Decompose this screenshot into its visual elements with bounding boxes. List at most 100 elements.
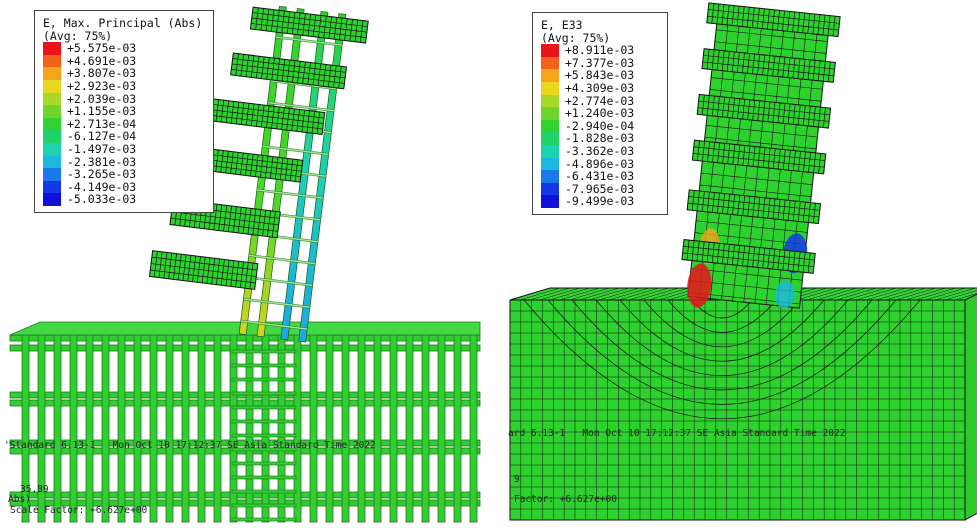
mesh-line — [683, 245, 815, 261]
mesh-line — [716, 3, 720, 24]
mesh-line — [695, 220, 808, 233]
legend-value: +3.807e-03 — [67, 66, 137, 81]
legend-swatch — [541, 94, 559, 108]
mesh-line — [712, 142, 715, 163]
mesh-line — [787, 200, 791, 221]
stirrup — [231, 517, 297, 522]
stirrup — [231, 349, 297, 354]
mesh-line — [559, 287, 600, 301]
mesh-line — [707, 15, 839, 31]
meshed-plate — [691, 139, 827, 175]
legend-swatch — [541, 195, 559, 208]
legend-swatch — [541, 132, 559, 145]
mesh-arc — [523, 299, 921, 420]
meshed-plate — [210, 98, 326, 136]
mesh-line — [171, 211, 279, 226]
legend-swatch — [43, 142, 61, 156]
vertical-rebar — [117, 331, 126, 523]
legend-value: -6.431e-03 — [565, 169, 635, 184]
vertical-rebar — [53, 331, 62, 523]
legend-swatch — [541, 182, 559, 196]
mesh-line — [787, 150, 791, 171]
mesh-line — [732, 194, 736, 215]
mesh-line — [772, 198, 776, 219]
mesh-line — [232, 58, 346, 73]
vertical-rebar — [421, 331, 430, 523]
mesh-line — [777, 102, 781, 123]
stirrup — [231, 391, 297, 396]
mesh-arc — [619, 299, 825, 362]
legend-entry: -1.497e-03 — [43, 143, 205, 156]
mesh-line — [688, 196, 820, 211]
mesh-line — [827, 61, 831, 82]
column-tie — [275, 35, 343, 47]
mesh-line — [151, 263, 257, 277]
legend-swatch — [541, 44, 559, 57]
mesh-line — [251, 17, 367, 33]
mesh-line — [702, 61, 834, 77]
column-tie — [267, 101, 335, 112]
mesh-line — [827, 15, 831, 36]
mesh-line — [787, 103, 791, 124]
legend-swatch — [541, 69, 559, 82]
legend-value: +7.377e-03 — [565, 55, 635, 70]
vertical-rebar — [69, 331, 78, 523]
column-solid-mesh — [681, 2, 841, 309]
legend-title: E, E33 — [541, 18, 583, 32]
mesh-line — [762, 101, 766, 122]
legend-swatch — [541, 107, 559, 120]
legend-value: -4.896e-03 — [565, 156, 635, 171]
mesh-line — [792, 150, 796, 171]
mesh-line — [686, 240, 690, 261]
mesh-line — [792, 104, 796, 125]
mesh-line — [792, 200, 796, 221]
legend-value: +5.575e-03 — [67, 41, 137, 56]
mesh-line — [708, 9, 840, 24]
legend-value: +4.309e-03 — [565, 80, 635, 95]
mesh-line — [752, 196, 756, 217]
stirrup — [231, 447, 297, 452]
mesh-line — [742, 195, 746, 216]
mesh-line — [812, 106, 816, 127]
legend-entry: -2.940e-04 — [541, 120, 659, 133]
legend-swatch — [43, 117, 61, 131]
mesh-line — [251, 23, 367, 38]
mesh-line — [807, 202, 811, 223]
pillar-group — [681, 2, 841, 309]
mesh-line — [736, 52, 740, 73]
legend-swatch — [43, 105, 61, 118]
mesh-line — [711, 95, 715, 116]
column-tie — [243, 297, 311, 309]
mesh-line — [797, 104, 801, 125]
mesh-line — [792, 11, 796, 32]
mesh-line — [151, 256, 258, 271]
mesh-line — [807, 13, 811, 34]
legend-swatch — [43, 180, 61, 194]
mesh-line — [756, 8, 760, 29]
legend-entry: -9.499e-03 — [541, 195, 659, 208]
vertical-rebar — [469, 331, 478, 523]
legend-swatch — [43, 155, 61, 169]
legend-value: -1.828e-03 — [565, 131, 635, 146]
mesh-line — [212, 109, 324, 124]
right-viewport: E, E33 (Avg: 75%) +8.911e-03+7.377e-03+5… — [492, 0, 977, 528]
column-tie — [256, 188, 324, 200]
vertical-rebar — [261, 331, 270, 523]
mesh-line — [691, 190, 695, 211]
meshed-plate — [696, 93, 832, 129]
legend-rows: +8.911e-03+7.377e-03+5.843e-03+4.309e-03… — [541, 44, 659, 208]
stirrup — [231, 461, 297, 466]
mesh-line — [736, 6, 740, 27]
mesh-arc — [547, 299, 897, 405]
vertical-rebar — [437, 331, 446, 523]
mesh-line — [796, 287, 837, 301]
mesh-line — [731, 51, 735, 72]
base-rebar-cage — [9, 321, 481, 523]
vertical-rebar — [213, 331, 222, 523]
mesh-line — [747, 99, 751, 120]
mesh-line — [701, 172, 813, 186]
mesh-line — [807, 252, 811, 273]
mesh-line — [797, 201, 801, 222]
mesh-line — [628, 287, 669, 301]
mesh-line — [707, 141, 710, 162]
